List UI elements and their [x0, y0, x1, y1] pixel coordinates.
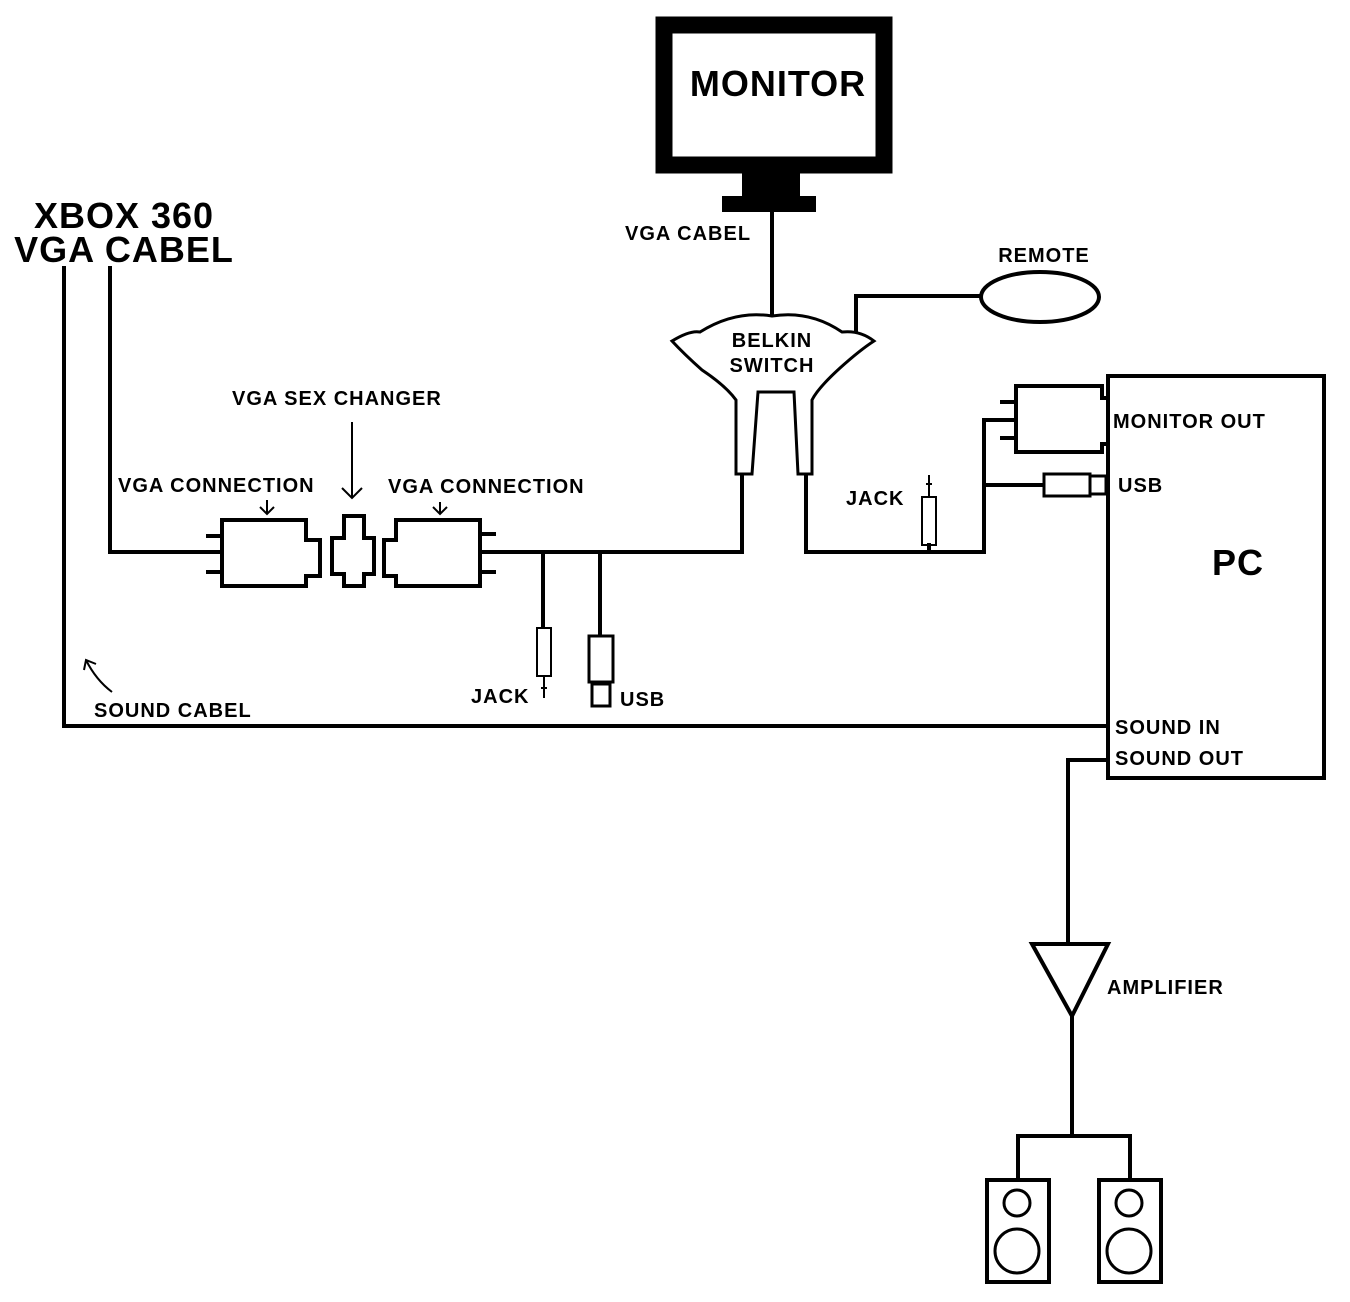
sound-out-cable [1066, 758, 1110, 946]
pc-label: PC [1212, 542, 1264, 583]
sound-out-label: SOUND OUT [1115, 748, 1244, 770]
sound-cable [62, 266, 1110, 728]
vga-sex-changer-arrow-icon [341, 422, 363, 500]
remote: REMOTE [979, 245, 1101, 324]
remote-label: REMOTE [998, 245, 1090, 267]
usb-left-label: USB [620, 689, 665, 711]
pc-usb-label: USB [1118, 475, 1163, 497]
vga-sex-changer-label: VGA SEX CHANGER [232, 388, 442, 410]
sound-in-label: SOUND IN [1115, 717, 1221, 739]
jack-right-label: JACK [846, 488, 904, 510]
left-usb-connector: USB [587, 550, 665, 711]
vga-connection-left-arrow-icon [259, 500, 275, 516]
belkin-label-line1: BELKIN [732, 330, 812, 352]
pc: PC MONITOR OUT USB SOUND IN SOUND OUT [1106, 374, 1326, 780]
switch-right-output-cable [804, 418, 1018, 554]
pc-monitor-out-connector [1000, 384, 1110, 454]
pc-jack-connector: JACK [846, 475, 937, 554]
sound-cable-label: SOUND CABEL [94, 700, 252, 722]
monitor: MONITOR [655, 16, 893, 212]
xbox-vga-cable [108, 266, 224, 554]
vga-connection-left: VGA CONNECTION [118, 475, 322, 588]
left-jack-connector: JACK [471, 550, 552, 708]
speaker-right [1097, 1178, 1163, 1284]
monitor-out-label: MONITOR OUT [1113, 411, 1266, 433]
monitor-vga-cable-label: VGA CABEL [625, 223, 751, 245]
vga-connection-right: VGA CONNECTION [382, 476, 585, 588]
xbox-title-line2: VGA CABEL [14, 229, 234, 270]
vga-sex-changer: VGA SEX CHANGER [232, 388, 442, 588]
monitor-label: MONITOR [690, 63, 866, 104]
vga-connection-right-arrow-icon [432, 502, 448, 516]
vga-connection-left-label: VGA CONNECTION [118, 475, 315, 497]
amplifier-label: AMPLIFIER [1107, 977, 1224, 999]
vga-connection-right-label: VGA CONNECTION [388, 476, 585, 498]
xbox-title-line1: XBOX 360 [34, 195, 214, 236]
speaker-cables [1016, 1134, 1132, 1182]
jack-left-label: JACK [471, 686, 529, 708]
speaker-left [985, 1178, 1051, 1284]
pc-usb-connector [982, 472, 1108, 498]
sound-cable-arrow-icon [83, 658, 113, 693]
belkin-label-line2: SWITCH [730, 355, 815, 377]
switch-left-output-cable [480, 474, 744, 554]
belkin-switch: BELKIN SWITCH [669, 313, 877, 476]
amplifier: AMPLIFIER [1028, 942, 1224, 1021]
remote-cable [854, 294, 982, 338]
